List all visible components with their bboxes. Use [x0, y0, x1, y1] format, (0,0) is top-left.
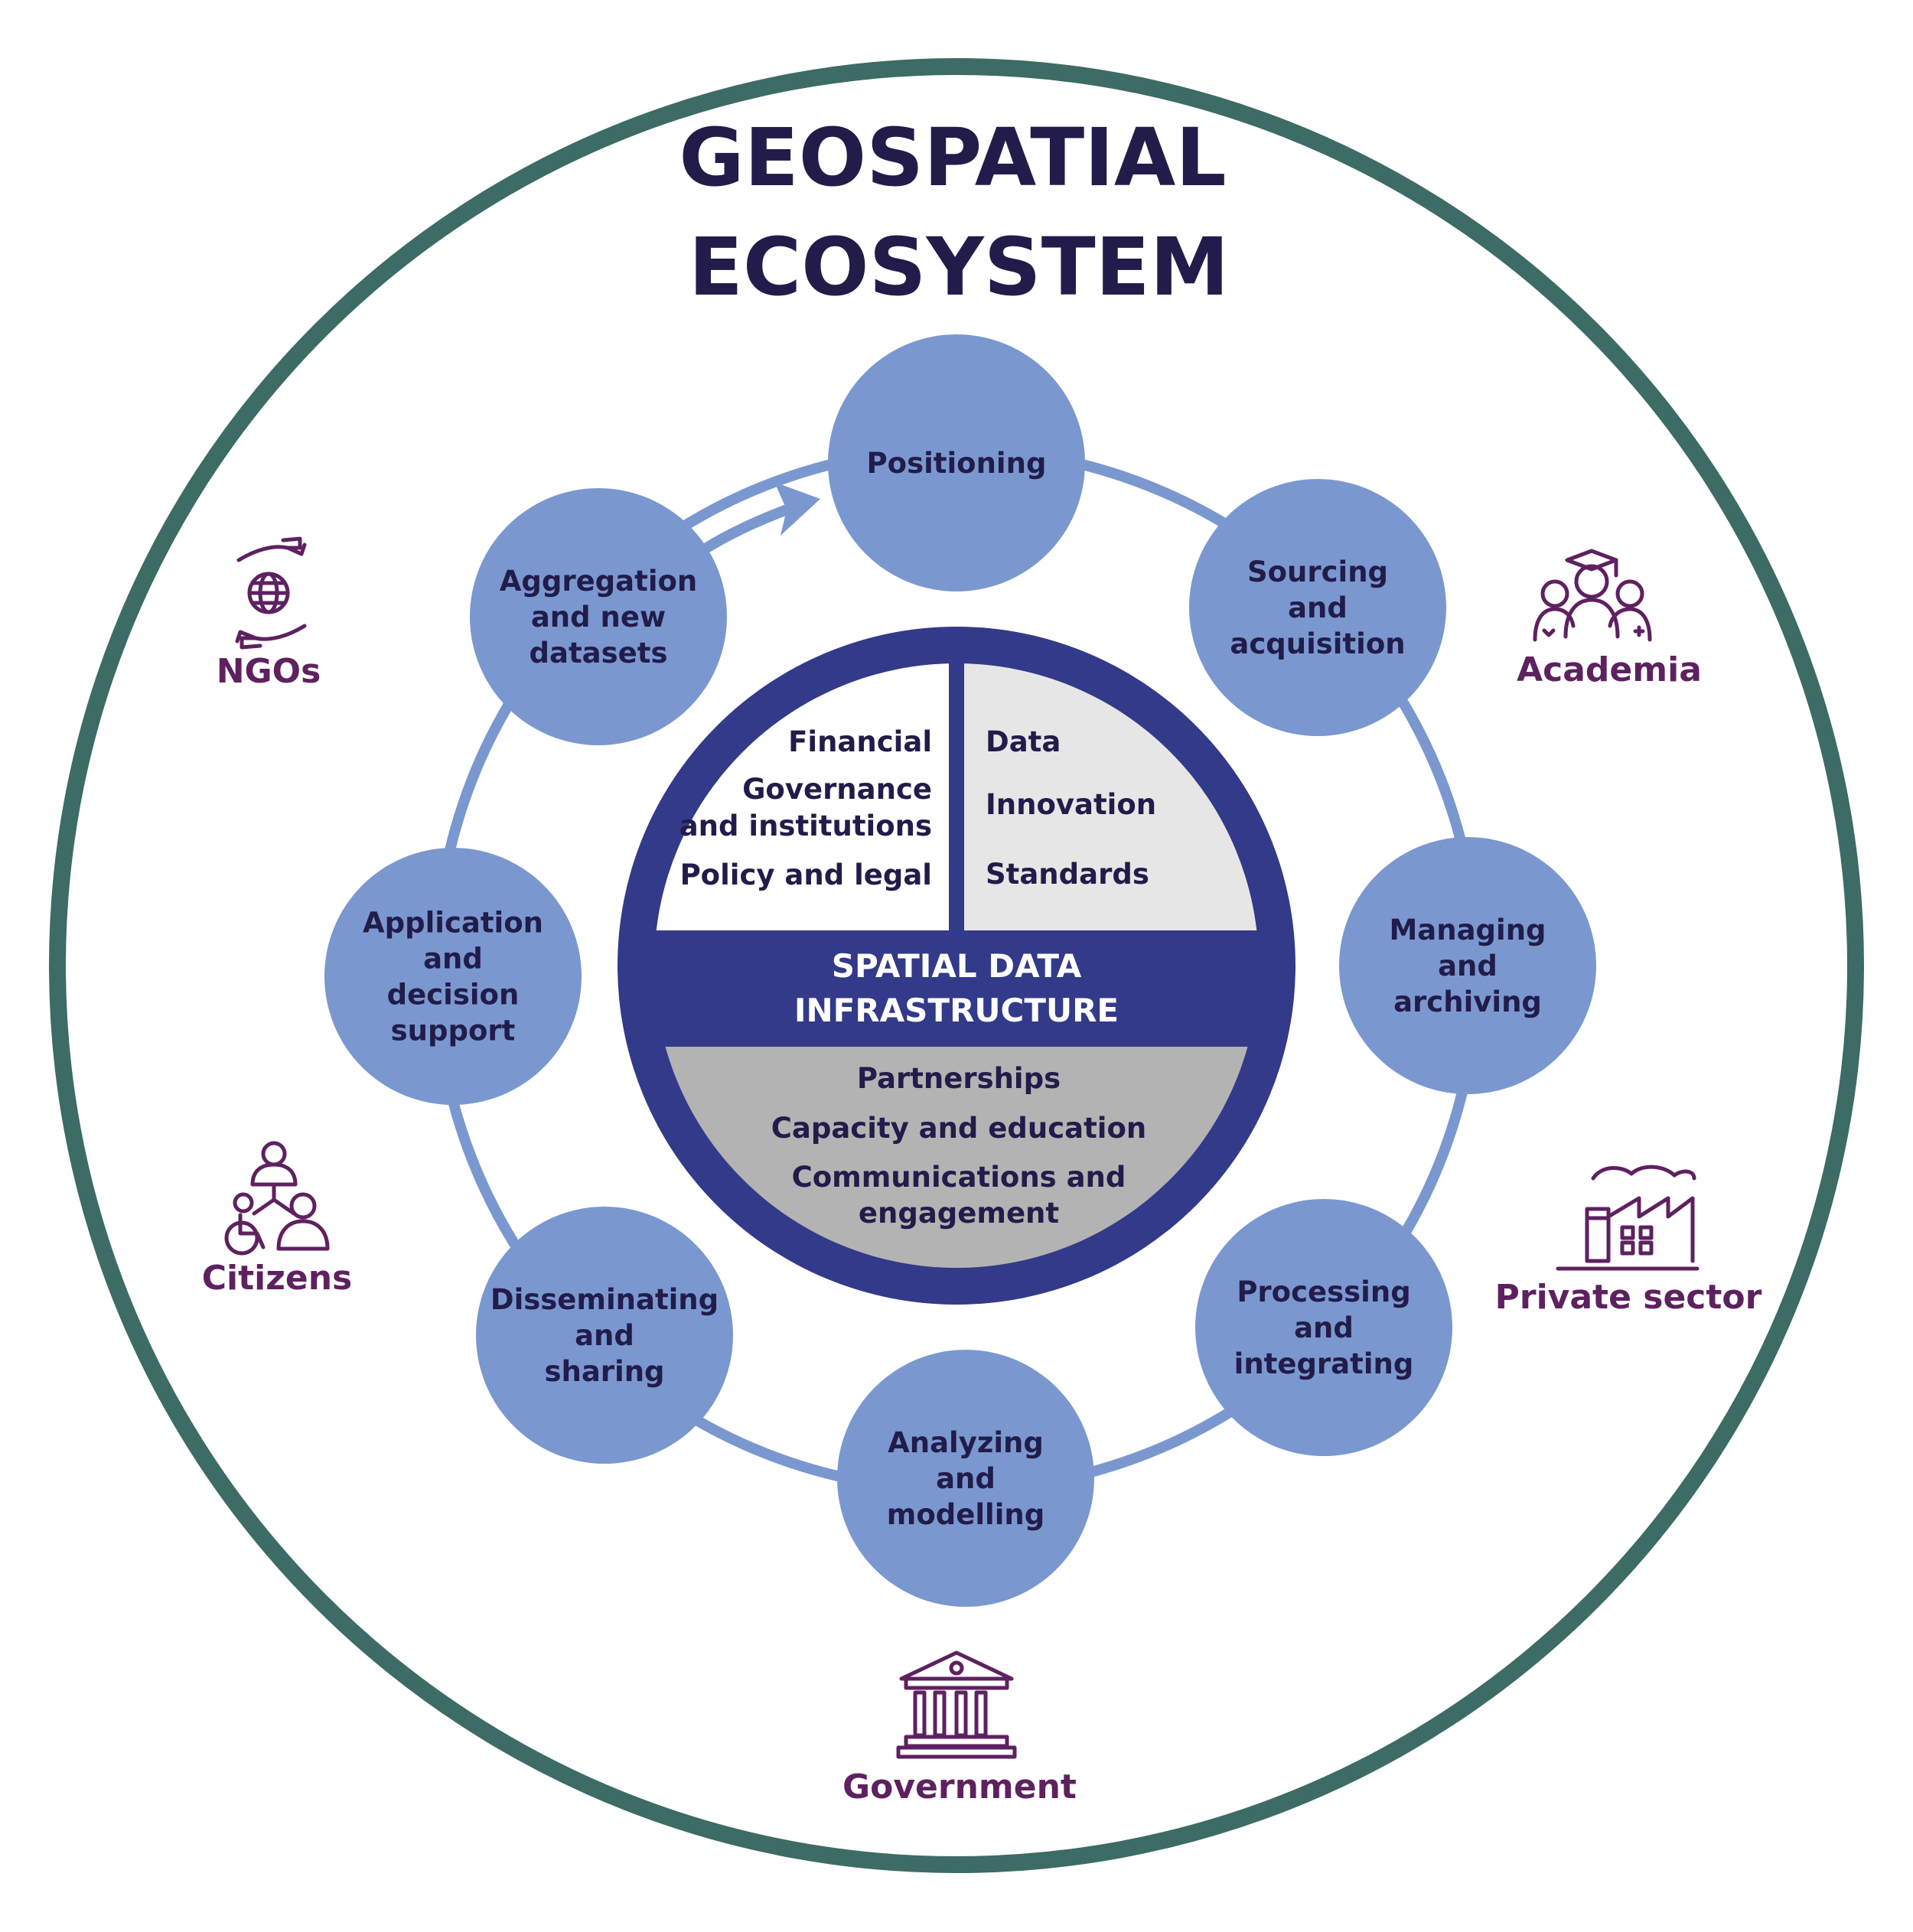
cycle-node-managing: Managing and archiving — [1339, 837, 1596, 1094]
government-building-icon — [896, 1650, 1017, 1759]
sdi-band-line-1: SPATIAL DATA — [832, 947, 1082, 985]
actor-label-private-sector: Private sector — [1495, 1278, 1762, 1317]
actor-academia: Academia — [1517, 549, 1702, 689]
sdi-band-line-2: INFRASTRUCTURE — [794, 992, 1119, 1029]
cycle-node-label: and — [423, 943, 483, 976]
actor-ngos: NGOs — [217, 536, 321, 691]
cycle-node-label: sharing — [544, 1355, 664, 1388]
cycle-nodes: PositioningSourcingandacquisitionManagin… — [324, 334, 1596, 1607]
cycle-node-label: Sourcing — [1247, 555, 1388, 588]
title-line-1: GEOSPATIAL — [679, 111, 1226, 204]
sdi-item-policy-legal: Policy and legal — [680, 858, 932, 891]
cycle-node-circle — [476, 1207, 733, 1464]
people-network-icon — [224, 1141, 330, 1256]
cycle-node-label: Managing — [1389, 914, 1546, 946]
cycle-node-label: and — [1294, 1311, 1354, 1344]
cycle-node-label: and — [936, 1462, 996, 1495]
cycle-node-label: and — [1288, 591, 1348, 624]
hands-globe-icon — [235, 536, 307, 650]
cycle-node-label: decision — [387, 979, 520, 1012]
sdi-item-governance: Governance — [742, 773, 932, 806]
cycle-node-circle — [1195, 1199, 1452, 1456]
cycle-node-circle — [837, 1350, 1094, 1607]
sdi-core: Financial Governance and institutions Po… — [618, 627, 1295, 1305]
cycle-node-circle — [324, 848, 582, 1105]
sdi-item-financial: Financial — [788, 725, 932, 758]
sdi-item-partnerships: Partnerships — [857, 1062, 1061, 1095]
cycle-node-label: and — [575, 1319, 634, 1352]
cycle-node-label: support — [391, 1015, 516, 1047]
cycle-node-circle — [1189, 479, 1446, 736]
cycle-node-label: datasets — [530, 637, 668, 670]
sdi-item-standards: Standards — [986, 858, 1149, 891]
actor-citizens: Citizens — [202, 1141, 352, 1298]
cycle-node-label: Application — [363, 907, 543, 940]
cycle-node-circle — [470, 488, 727, 745]
actor-label-academia: Academia — [1517, 650, 1702, 689]
sdi-item-institutions: and institutions — [679, 810, 932, 842]
outer-ecosystem-ring — [49, 58, 1864, 1873]
sdi-item-communications: Communications and — [792, 1161, 1126, 1194]
cycle-node-label: and — [1438, 950, 1497, 982]
cycle-node-positioning: Positioning — [828, 334, 1085, 591]
cycle-node-label: Positioning — [867, 447, 1047, 480]
sdi-item-data: Data — [986, 725, 1061, 758]
factory-icon — [1556, 1165, 1700, 1271]
actor-label-citizens: Citizens — [202, 1259, 352, 1298]
cycle-node-label: Processing — [1237, 1276, 1410, 1308]
cycle-node-label: Aggregation — [500, 565, 698, 598]
graduates-icon — [1533, 549, 1652, 642]
cycle-node-label: integrating — [1234, 1347, 1414, 1380]
title-line-2: ECOSYSTEM — [689, 220, 1229, 314]
cycle-node-label: archiving — [1393, 986, 1542, 1018]
sdi-item-engagement: engagement — [859, 1197, 1059, 1230]
cycle-node-circle — [828, 334, 1085, 591]
actor-label-ngos: NGOs — [217, 652, 321, 691]
sdi-item-capacity: Capacity and education — [771, 1112, 1147, 1145]
sdi-item-innovation: Innovation — [986, 788, 1156, 821]
cycle-node-label: Disseminating — [490, 1283, 719, 1316]
actor-private-sector: Private sector — [1495, 1165, 1762, 1317]
cycle-node-label: Analyzing — [888, 1426, 1044, 1459]
actor-label-government: Government — [842, 1767, 1077, 1807]
cycle-node-label: acquisition — [1230, 627, 1405, 660]
cycle-node-label: and new — [531, 601, 666, 634]
cycle-node-label: modelling — [887, 1498, 1044, 1531]
actor-government: Government — [842, 1650, 1077, 1807]
cycle-node-circle — [1339, 837, 1596, 1094]
